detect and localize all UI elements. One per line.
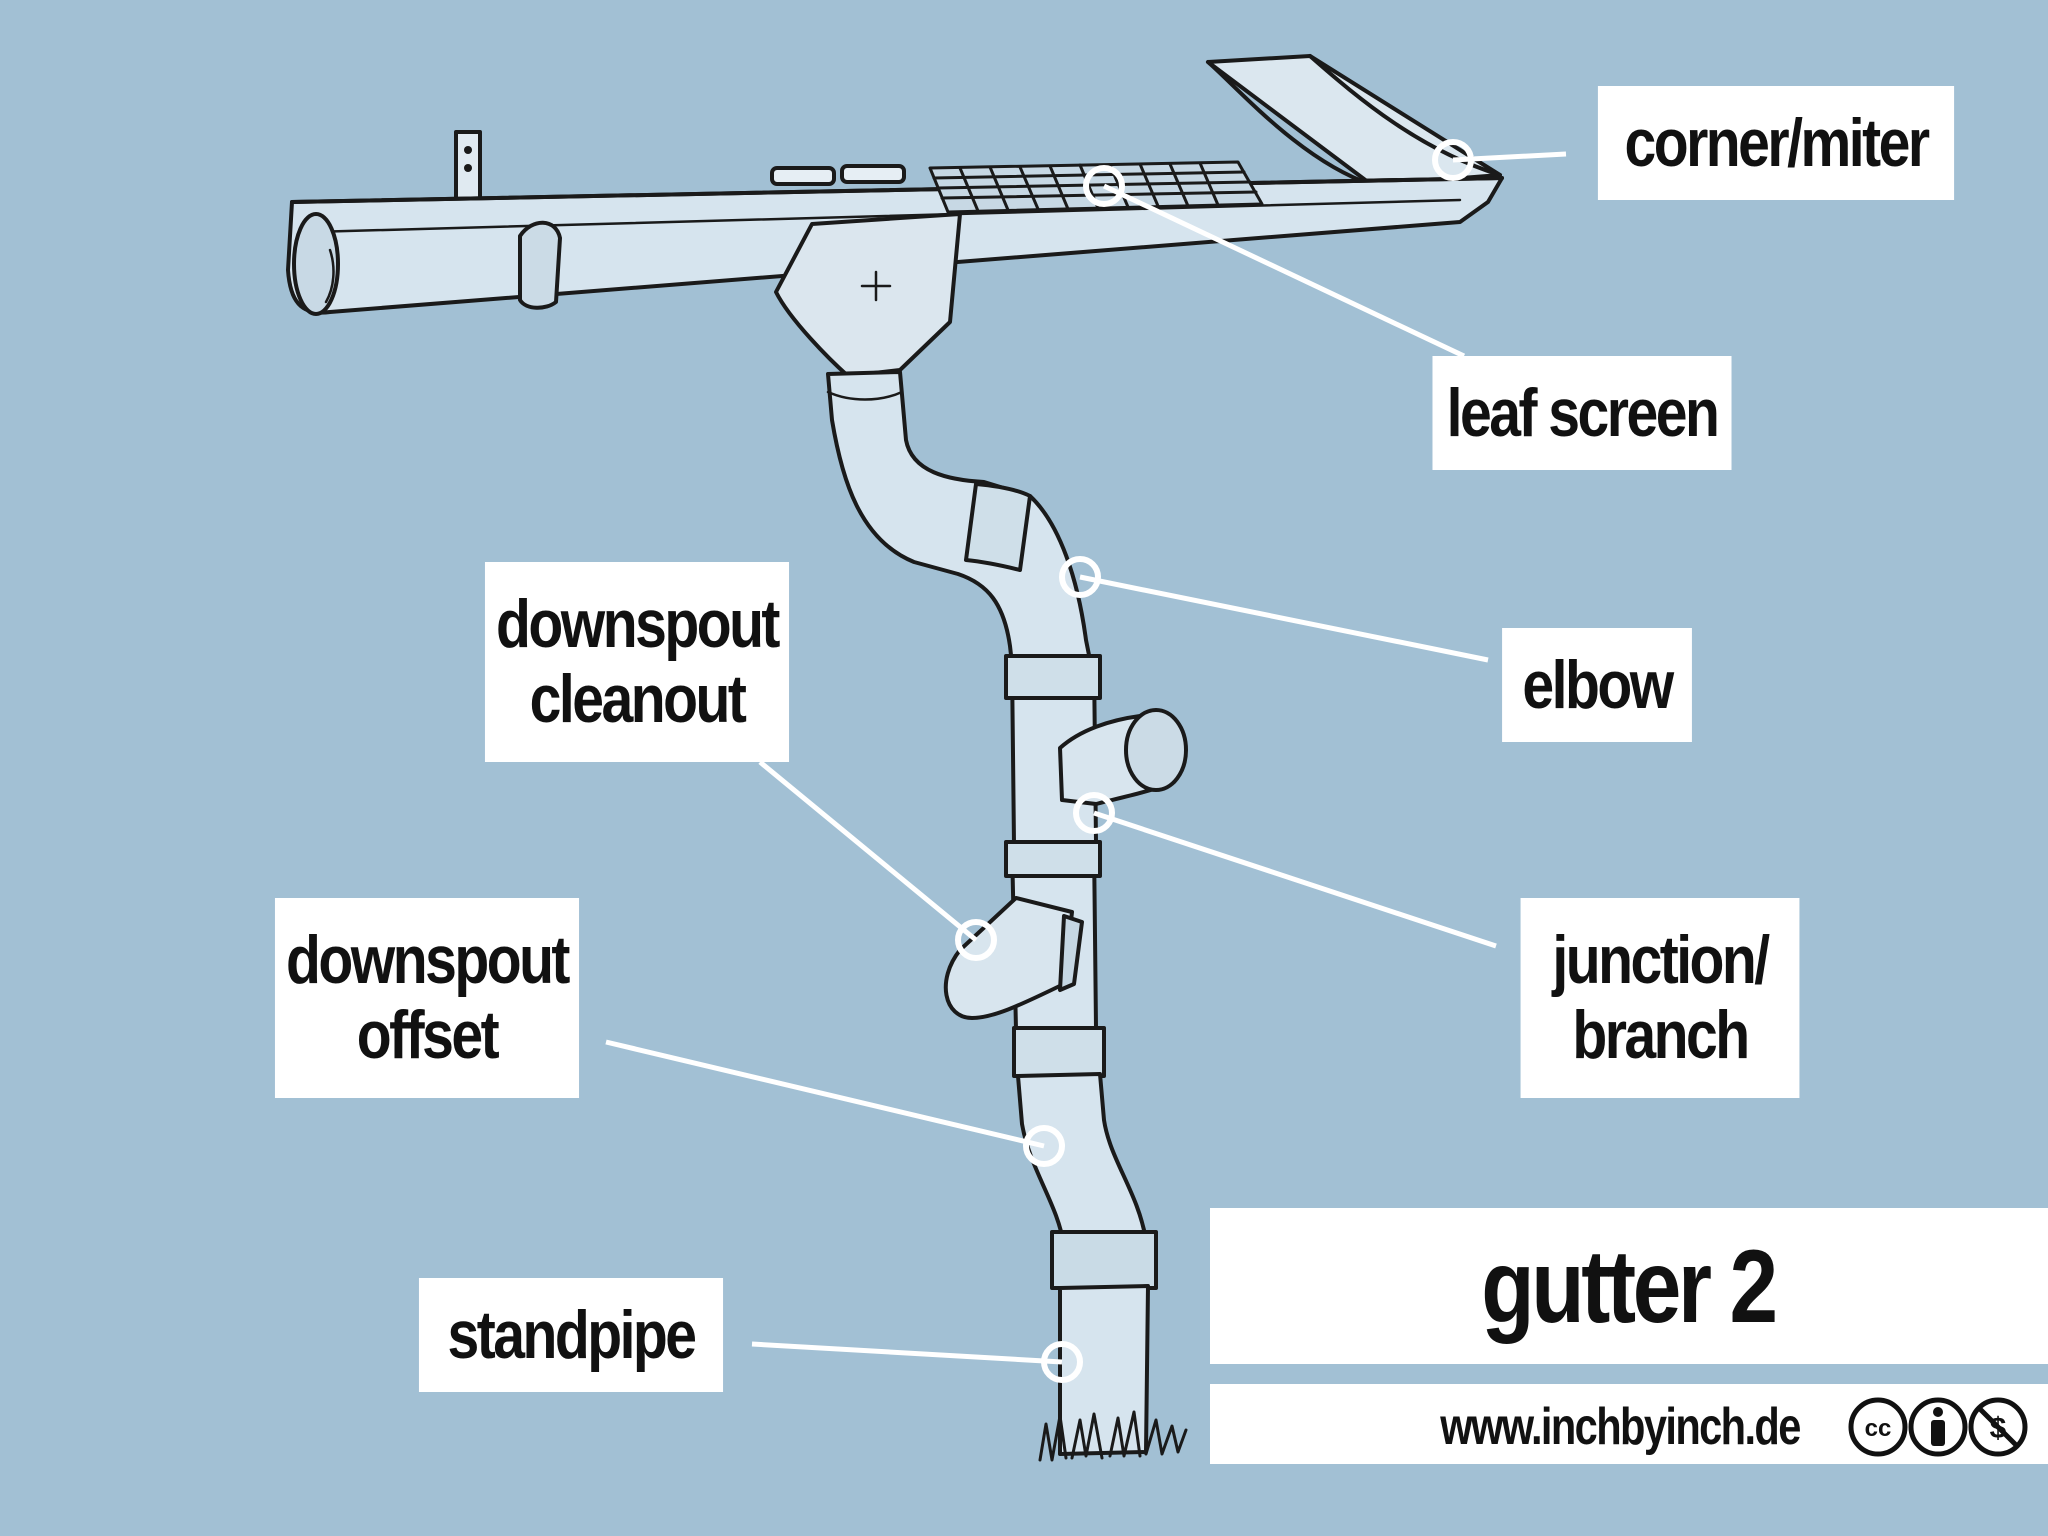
leader-lines	[605, 151, 1567, 1365]
leader-leaf-screen	[1102, 183, 1466, 359]
cc-icon: cc	[1848, 1397, 1908, 1457]
gutter-illustration	[286, 54, 1504, 1462]
corner-miter-piece	[1206, 54, 1502, 187]
label-leaf-screen: leaf screen	[1432, 356, 1732, 470]
callout-downspout-cleanout	[955, 919, 997, 961]
svg-text:cc: cc	[1865, 1415, 1892, 1442]
noncommercial-icon: $	[1968, 1397, 2028, 1457]
license-icons: cc $	[1848, 1397, 2028, 1457]
callout-points	[955, 139, 1474, 1383]
callout-junction-branch	[1073, 792, 1115, 834]
diagram-title: gutter 2	[1481, 1228, 1778, 1345]
label-junction-branch: junction/ branch	[1520, 898, 1800, 1098]
callout-corner-miter	[1432, 139, 1474, 181]
label-standpipe: standpipe	[418, 1278, 724, 1392]
website-link[interactable]: www.inchbyinch.de	[1440, 1398, 1801, 1456]
downspout-cleanout	[943, 896, 1074, 1020]
grass-tuft	[1038, 1410, 1188, 1462]
drop-outlet	[774, 212, 962, 378]
title-plate	[1210, 1208, 2048, 1364]
upper-downspout-elbow	[826, 370, 1096, 684]
callout-standpipe	[1041, 1341, 1083, 1383]
callout-elbow	[1059, 556, 1101, 598]
footer-plate	[1210, 1384, 2048, 1464]
gutter-strap	[518, 220, 562, 310]
label-elbow: elbow	[1502, 628, 1692, 742]
attribution-icon	[1908, 1397, 1968, 1457]
leader-elbow	[1079, 574, 1489, 663]
leader-downspout-cleanout	[758, 760, 978, 942]
label-corner-miter: corner/miter	[1597, 86, 1955, 200]
label-downspout-cleanout: downspout cleanout	[484, 562, 790, 762]
label-downspout-offset: downspout offset	[274, 898, 580, 1098]
leader-junction-branch	[1093, 810, 1497, 949]
callout-downspout-offset	[1023, 1125, 1065, 1167]
leader-standpipe	[751, 1341, 1063, 1365]
leader-downspout-offset	[605, 1039, 1045, 1149]
callout-leaf-screen	[1083, 165, 1125, 207]
gutter-end-cap	[292, 212, 340, 316]
